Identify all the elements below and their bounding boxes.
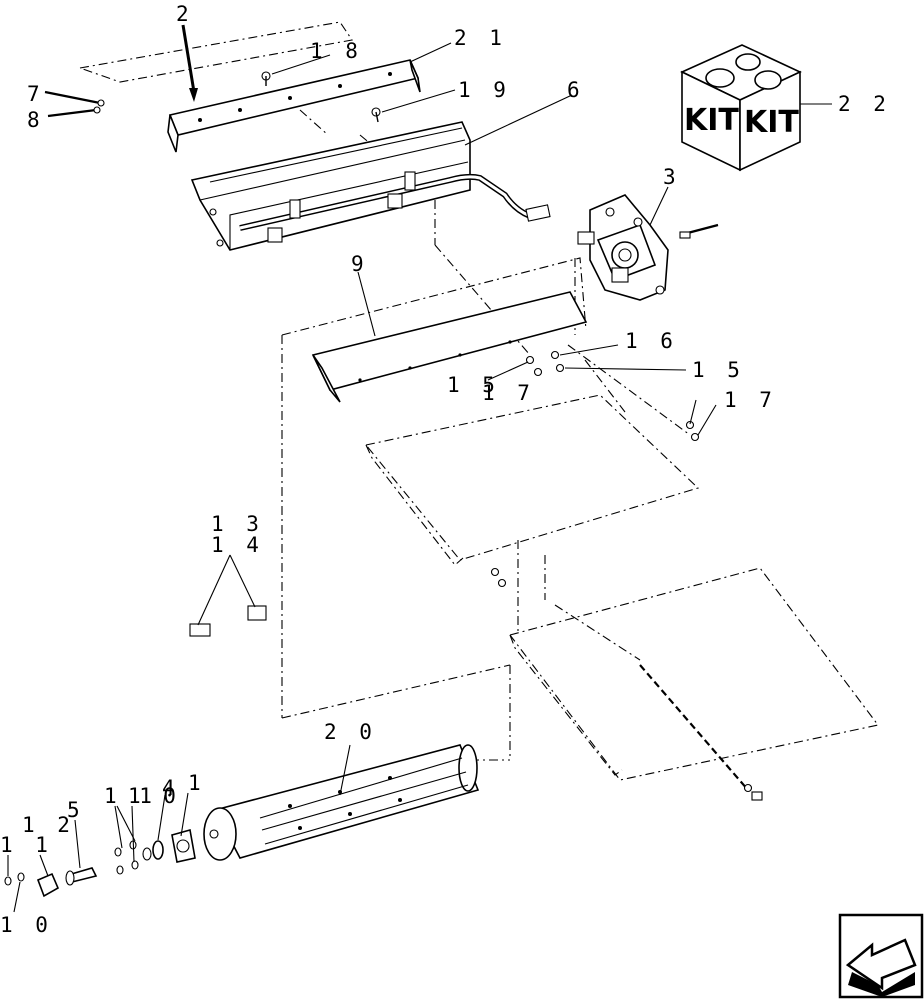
label-part-19: 1 9 (458, 78, 511, 102)
retaining-rod (181, 24, 198, 102)
beater-drum (203, 744, 480, 861)
label-part-15-left: 1 5 (447, 373, 500, 397)
label-part-16: 1 6 (625, 329, 678, 353)
label-part-21: 2 1 (454, 26, 507, 50)
pins (44, 90, 105, 118)
label-part-3: 3 (663, 165, 681, 189)
auger-trough (190, 121, 551, 251)
leader-lines (7, 42, 832, 913)
label-part-12: 1 2 (22, 813, 75, 837)
kit-label-right: KIT (744, 105, 799, 140)
label-part-1: 1 (188, 771, 206, 795)
label-part-4: 4 (162, 776, 180, 800)
arrow-left-down-icon[interactable] (838, 913, 924, 999)
label-part-11-left: 1 1 (0, 833, 53, 857)
label-part-8: 8 (27, 108, 45, 132)
label-part-22: 2 2 (838, 92, 891, 116)
part-labels: 2 2 1 1 8 7 8 1 9 6 2 2 3 9 1 6 1 5 1 5 … (0, 2, 891, 937)
label-part-14: 1 4 (211, 533, 264, 557)
label-part-11-upper: 1 1 (104, 784, 157, 808)
clips (189, 605, 267, 637)
label-part-7: 7 (27, 82, 45, 106)
hardware-small (490, 350, 763, 801)
gearbox (577, 194, 719, 301)
deflector-plate (167, 59, 421, 153)
bolts-upper (261, 71, 381, 123)
label-part-20: 2 0 (324, 720, 377, 744)
label-part-10-lower: 1 0 (0, 913, 53, 937)
label-part-17-right: 1 7 (724, 388, 777, 412)
label-part-17-left: 1 7 (482, 381, 535, 405)
label-part-9: 9 (351, 252, 369, 276)
cover-plate (311, 291, 588, 403)
label-part-6: 6 (567, 78, 585, 102)
kit-label-left: KIT (684, 103, 739, 138)
label-part-5: 5 (67, 798, 85, 822)
label-part-13: 1 3 (211, 512, 264, 536)
label-part-2: 2 (176, 2, 194, 26)
label-part-10-upper: 1 0 (128, 784, 181, 808)
label-part-18: 1 8 (310, 39, 363, 63)
kit-box-icon: KIT KIT (680, 44, 802, 172)
label-part-15-right: 1 5 (692, 358, 745, 382)
